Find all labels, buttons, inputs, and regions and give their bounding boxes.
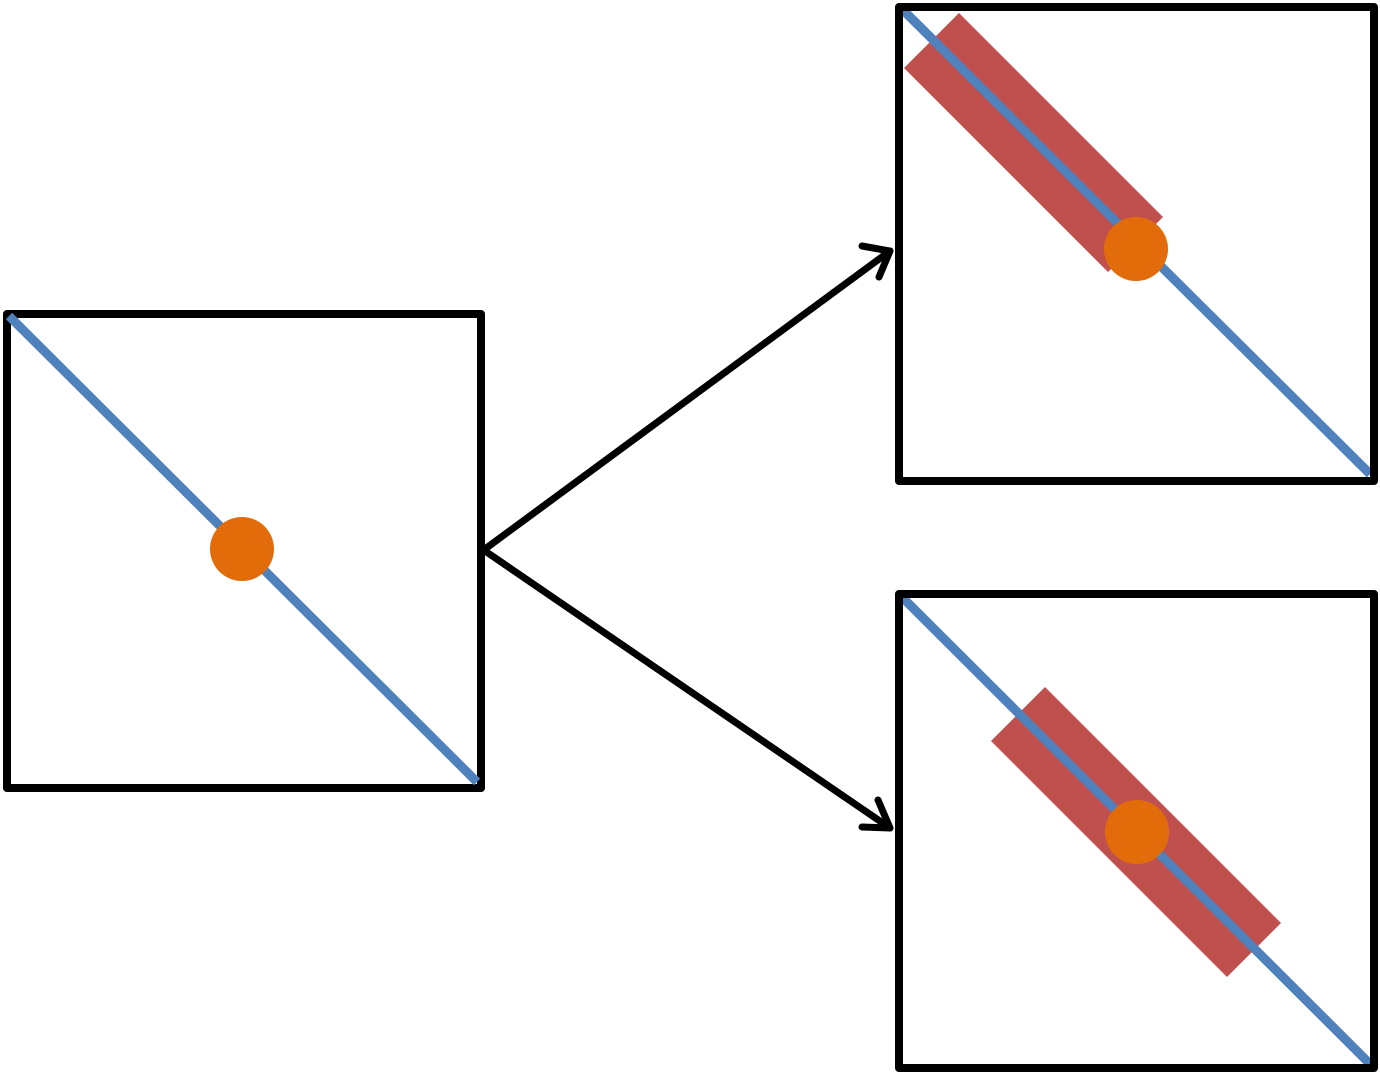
- panel-bottom-right-dot: [1105, 800, 1169, 864]
- arrow-to-top-right-head: [858, 242, 894, 281]
- arrow-to-bottom-right: [481, 547, 894, 832]
- panel-top-right: [895, 3, 1378, 485]
- arrow-to-bottom-right-head: [858, 796, 894, 832]
- panel-source-frame: [3, 310, 485, 792]
- panel-bottom-right-frame: [895, 590, 1378, 1072]
- panel-bottom-right: [895, 590, 1378, 1072]
- panel-source: [3, 310, 485, 792]
- panel-top-right-frame: [895, 3, 1378, 485]
- arrow-to-top-right-shaft: [481, 247, 894, 553]
- panel-source-dot: [210, 517, 274, 581]
- arrow-to-bottom-right-shaft: [481, 547, 894, 832]
- arrow-to-top-right: [481, 242, 894, 553]
- panel-top-right-dot: [1104, 217, 1168, 281]
